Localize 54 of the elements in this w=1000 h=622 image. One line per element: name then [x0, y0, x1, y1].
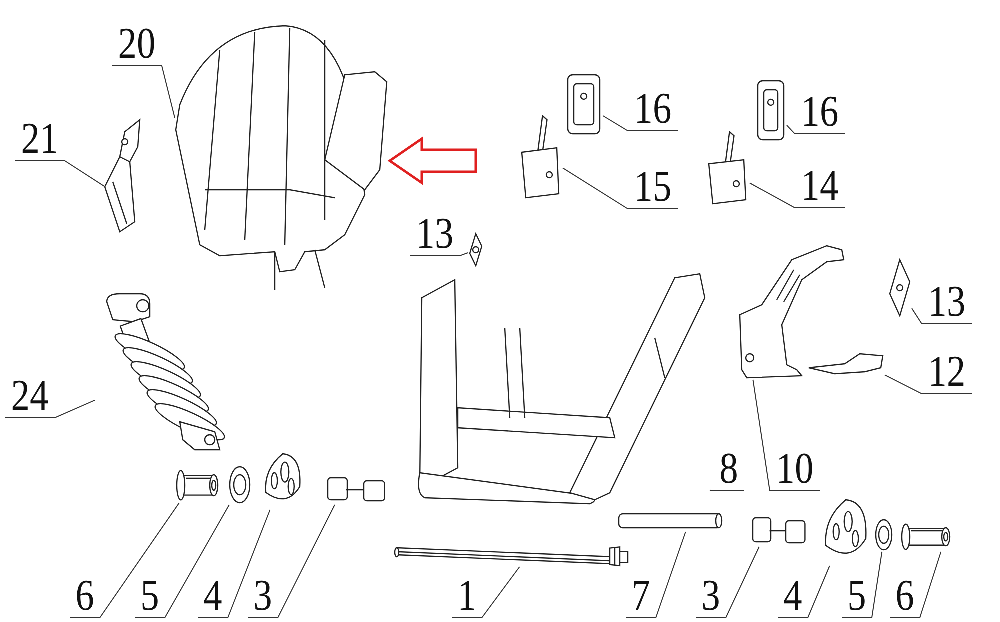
block-arrow	[388, 136, 478, 186]
plate-drawing	[468, 232, 484, 268]
callout-number: 10	[774, 445, 816, 491]
callout-number: 16	[632, 85, 674, 131]
leader-line	[14, 160, 106, 188]
callout-number: 7	[628, 572, 654, 618]
leader-line	[750, 182, 846, 208]
leader-line	[70, 502, 180, 618]
leader-line	[890, 552, 942, 618]
callout-number: 15	[632, 163, 674, 209]
leader-line	[786, 124, 846, 134]
callout-number: 3	[698, 572, 724, 618]
callout-number: 3	[250, 572, 276, 618]
leader-line	[912, 308, 972, 324]
callout-number: 8	[716, 445, 742, 491]
leader-line	[4, 400, 96, 418]
callout-number: 4	[780, 572, 806, 618]
callout-number: 5	[137, 572, 163, 618]
leader-line	[248, 504, 336, 618]
callout-number: 12	[926, 348, 968, 394]
callout-number: 5	[844, 572, 870, 618]
callout-number: 4	[200, 572, 226, 618]
callout-number: 20	[116, 20, 158, 66]
bushing-drawing	[175, 468, 220, 503]
leader-line	[626, 532, 686, 618]
leader-line	[452, 566, 520, 618]
callout-number: 16	[798, 88, 842, 134]
leader-line	[602, 115, 678, 132]
leader-line	[752, 380, 820, 492]
callout-number: 13	[926, 278, 968, 324]
rubber-pad-drawing	[755, 78, 787, 143]
callout-number: 6	[72, 572, 98, 618]
leader-line	[778, 566, 830, 618]
leader-line	[134, 504, 230, 618]
leader-line	[562, 168, 678, 210]
leader-line	[842, 552, 883, 618]
plate-drawing	[888, 258, 912, 318]
callout-number: 21	[18, 115, 62, 161]
washer-drawing	[874, 518, 894, 552]
leader-line	[696, 546, 760, 618]
callout-number: 14	[798, 162, 842, 208]
leader-line	[410, 252, 468, 256]
leader-line	[112, 66, 176, 118]
washer-drawing	[228, 465, 252, 505]
axle-bolt-drawing	[395, 545, 630, 567]
callout-number: 24	[8, 372, 52, 418]
rubber-pad-drawing	[565, 72, 603, 137]
leader-line	[198, 510, 271, 618]
leader-line	[884, 374, 972, 394]
leader-line	[710, 490, 744, 492]
bushing-drawing	[900, 522, 952, 552]
callout-number: 1	[454, 572, 480, 618]
callout-number: 13	[414, 210, 456, 256]
callout-number: 6	[892, 572, 918, 618]
